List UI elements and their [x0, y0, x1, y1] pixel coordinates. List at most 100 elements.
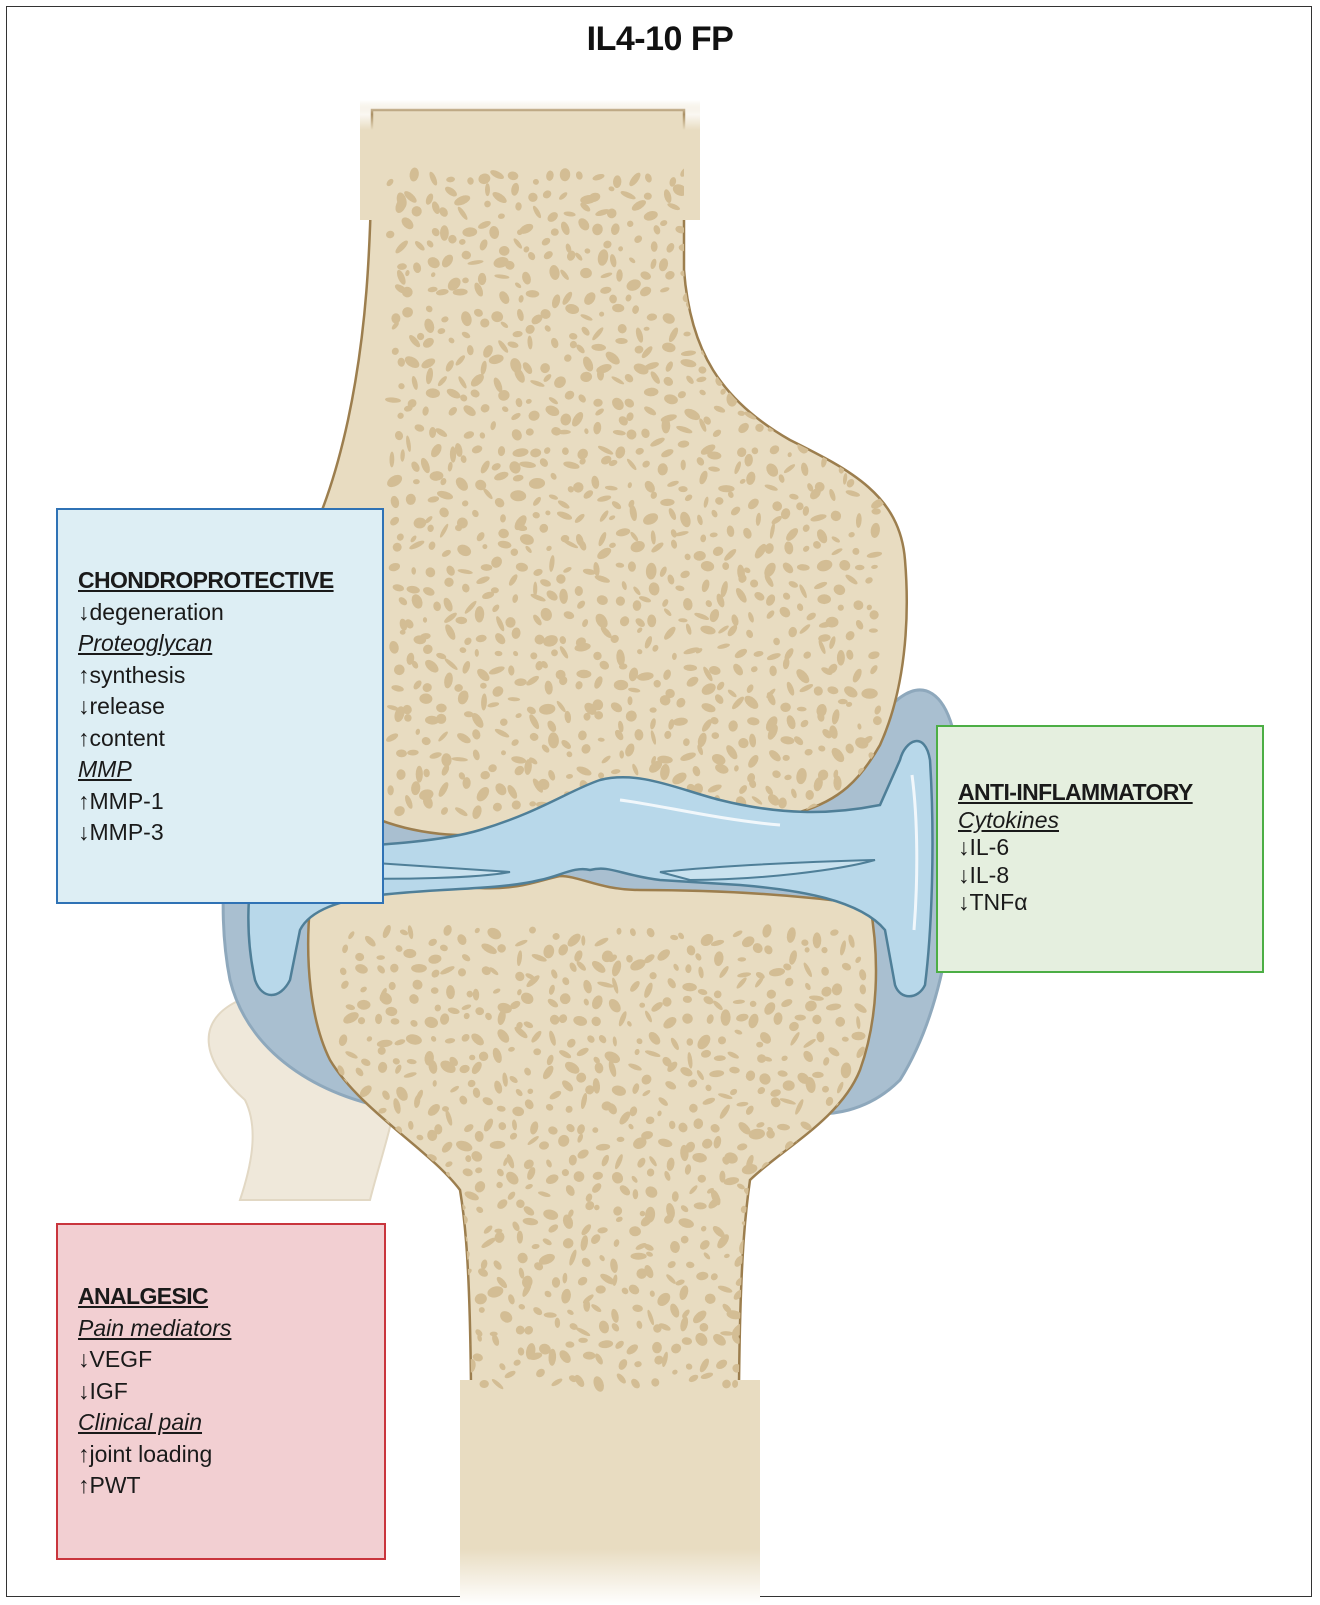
chondroprotective-box: CHONDROPROTECTIVE ↓degeneration Proteogl…	[56, 508, 384, 904]
trabecular-spot	[394, 1325, 406, 1337]
trabecular-spot	[842, 198, 858, 210]
trabecular-spot	[804, 1232, 818, 1246]
trabecular-spot	[829, 1338, 843, 1346]
trabecular-spot	[747, 386, 752, 397]
trabecular-spot	[796, 1337, 811, 1351]
trabecular-spot	[413, 1205, 421, 1214]
trabecular-spot	[437, 1353, 451, 1363]
trabecular-spot	[786, 1208, 798, 1217]
analgesic-line-vegf: ↓VEGF	[78, 1344, 384, 1376]
trabecular-spot	[848, 259, 855, 266]
trabecular-spot	[743, 255, 755, 265]
trabecular-spot	[813, 385, 829, 400]
trabecular-spot	[480, 683, 487, 689]
trabecular-spot	[799, 257, 815, 272]
trabecular-spot	[735, 300, 750, 315]
trabecular-spot	[386, 1225, 397, 1235]
trabecular-spot	[449, 1254, 458, 1262]
trabecular-spot	[584, 713, 591, 721]
trabecular-spot	[790, 259, 796, 266]
trabecular-spot	[855, 174, 861, 180]
trabecular-spot	[788, 190, 801, 205]
trabecular-spot	[829, 327, 840, 336]
trabecular-spot	[801, 1169, 809, 1179]
trabecular-spot	[804, 276, 817, 291]
trabecular-spot	[771, 417, 780, 423]
trabecular-spot	[420, 1232, 432, 1248]
trabecular-spot	[785, 301, 803, 317]
trabecular-spot	[414, 1236, 424, 1245]
trabecular-spot	[836, 1274, 847, 1284]
anti-line-tnfa: ↓TNFα	[958, 889, 1262, 917]
trabecular-spot	[818, 1207, 835, 1214]
trabecular-spot	[829, 306, 837, 319]
trabecular-spot	[762, 363, 769, 377]
trabecular-spot	[771, 1269, 784, 1278]
trabecular-spot	[830, 345, 840, 359]
trabecular-spot	[746, 1325, 759, 1341]
trabecular-spot	[797, 187, 810, 201]
trabecular-spot	[407, 1214, 420, 1229]
trabecular-spot	[850, 1220, 863, 1229]
trabecular-spot	[814, 292, 823, 302]
trabecular-spot	[417, 1171, 425, 1179]
trabecular-spot	[781, 1274, 800, 1292]
trabecular-spot	[858, 1333, 867, 1344]
trabecular-spot	[724, 317, 737, 330]
trabecular-spot	[816, 1149, 823, 1159]
trabecular-spot	[812, 1231, 823, 1244]
trabecular-spot	[742, 1284, 759, 1291]
trabecular-spot	[870, 369, 881, 382]
trabecular-spot	[717, 279, 726, 288]
trabecular-spot	[792, 392, 808, 403]
trabecular-spot	[698, 166, 711, 178]
trabecular-spot	[700, 209, 717, 223]
anti-inflammatory-heading: ANTI-INFLAMMATORY	[958, 779, 1262, 807]
trabecular-spot	[866, 438, 880, 452]
trabecular-spot	[795, 207, 804, 221]
trabecular-spot	[810, 380, 828, 395]
trabecular-spot	[448, 1192, 456, 1204]
trabecular-spot	[710, 339, 726, 358]
trabecular-spot	[854, 1376, 867, 1388]
trabecular-spot	[816, 188, 833, 203]
trabecular-spot	[844, 1351, 856, 1363]
trabecular-spot	[840, 1352, 847, 1359]
trabecular-spot	[411, 964, 427, 973]
trabecular-spot	[458, 968, 466, 976]
trabecular-spot	[409, 1303, 423, 1318]
analgesic-subheading-pain-mediators: Pain mediators	[78, 1313, 384, 1345]
trabecular-spot	[818, 1270, 831, 1283]
trabecular-spot	[719, 251, 733, 263]
trabecular-spot	[853, 226, 865, 243]
trabecular-spot	[691, 291, 707, 307]
trabecular-spot	[746, 353, 762, 367]
trabecular-spot	[444, 1291, 455, 1303]
trabecular-spot	[718, 366, 726, 373]
trabecular-spot	[391, 1167, 411, 1185]
trabecular-spot	[726, 358, 733, 370]
trabecular-spot	[768, 165, 779, 182]
trabecular-spot	[844, 1167, 860, 1174]
trabecular-spot	[785, 226, 800, 241]
trabecular-spot	[747, 339, 761, 347]
trabecular-spot	[747, 226, 763, 236]
trabecular-spot	[869, 292, 880, 300]
trabecular-spot	[854, 1201, 866, 1213]
trabecular-spot	[857, 1112, 870, 1125]
trabecular-spot	[843, 326, 858, 341]
trabecular-spot	[400, 630, 406, 635]
trabecular-spot	[766, 310, 779, 319]
trabecular-spot	[391, 1282, 403, 1292]
trabecular-spot	[783, 1080, 795, 1090]
trabecular-spot	[819, 301, 835, 311]
trabecular-spot	[869, 193, 883, 207]
trabecular-spot	[819, 1283, 831, 1295]
chondro-line-degeneration: ↓degeneration	[78, 597, 382, 629]
trabecular-spot	[786, 416, 796, 426]
trabecular-spot	[786, 343, 799, 359]
trabecular-spot	[851, 427, 861, 439]
trabecular-spot	[817, 594, 831, 604]
trabecular-spot	[431, 987, 439, 994]
trabecular-spot	[817, 1304, 833, 1314]
